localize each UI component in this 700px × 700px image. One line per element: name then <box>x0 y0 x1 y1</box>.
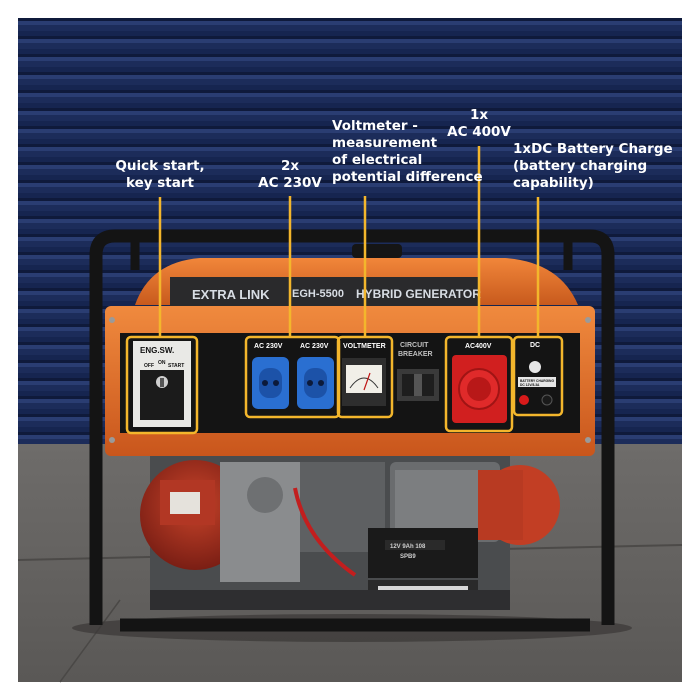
roll-frame <box>89 229 615 632</box>
svg-text:ON: ON <box>158 360 166 366</box>
brand-logo-text: EXTRA LINK <box>192 287 270 302</box>
leader-lines <box>158 146 540 337</box>
brand-plate <box>170 277 480 307</box>
svg-text:CIRCUIT: CIRCUIT <box>400 342 429 349</box>
svg-text:AC 230V: AC 230V <box>254 343 283 350</box>
callout-ac400: 1x AC 400V <box>447 107 511 140</box>
svg-text:OFF: OFF <box>144 363 154 369</box>
svg-text:VOLTMETER: VOLTMETER <box>343 343 386 350</box>
svg-text:BATTERY CHARGING: BATTERY CHARGING <box>520 379 554 383</box>
engine: 12V 9Ah 108 SPB9 <box>140 456 560 610</box>
highlight-boxes <box>125 335 564 435</box>
dc-terminal-negative[interactable] <box>541 394 553 406</box>
dc-fuse[interactable] <box>529 361 541 373</box>
callout-voltmeter: Voltmeter - measurement of electrical po… <box>332 118 483 185</box>
svg-text:SPB9: SPB9 <box>400 554 416 560</box>
callout-ac230: 2x AC 230V <box>258 158 322 191</box>
svg-text:DC: DC <box>530 342 540 349</box>
svg-text:AC400V: AC400V <box>465 343 492 350</box>
svg-text:START: START <box>168 363 184 369</box>
svg-text:AC 230V: AC 230V <box>300 343 329 350</box>
generator-type-text: HYBRID GENERATOR <box>356 287 481 301</box>
callout-dc: 1xDC Battery Charge (battery charging ca… <box>513 141 673 191</box>
highlight-eng-sw <box>125 335 199 435</box>
dc-terminal-positive[interactable] <box>519 395 529 405</box>
svg-text:BREAKER: BREAKER <box>398 351 433 358</box>
svg-text:DC 12V/8.3A: DC 12V/8.3A <box>520 383 540 387</box>
callout-quick-start: Quick start, key start <box>115 158 205 191</box>
model-text: EGH-5500 <box>292 288 344 300</box>
svg-text:12V 9Ah 108: 12V 9Ah 108 <box>390 544 426 550</box>
svg-text:ENG.SW.: ENG.SW. <box>140 346 174 355</box>
